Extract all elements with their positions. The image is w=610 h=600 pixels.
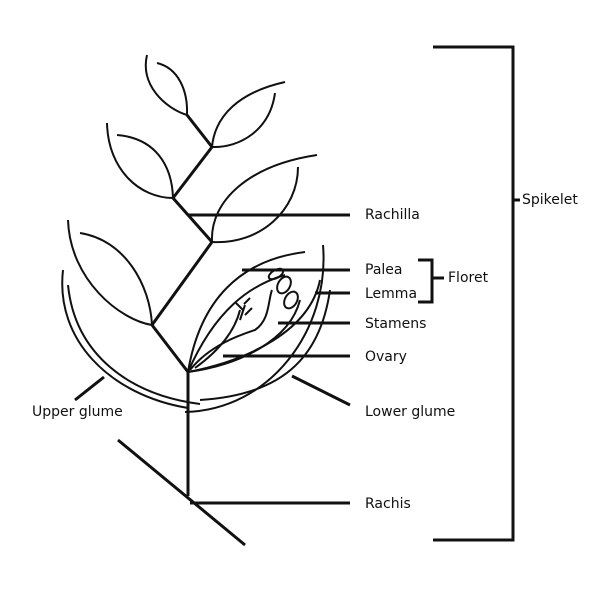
glumes [61,244,331,413]
label-stamens: Stamens [365,316,427,332]
label-ovary: Ovary [365,349,407,365]
spikelet-bracket [433,45,515,542]
label-rachilla: Rachilla [365,207,420,223]
label-rachis: Rachis [365,496,411,512]
label-spikelet: Spikelet [522,192,578,208]
label-lower-glume: Lower glume [365,404,456,420]
leader-lines [74,213,351,505]
floret-bracket [418,258,434,304]
rachilla-zigzag [150,114,214,373]
label-floret: Floret [448,270,489,286]
label-palea: Palea [365,262,403,278]
label-upper-glume: Upper glume [32,404,123,420]
label-lemma: Lemma [365,286,418,302]
leaves [67,54,318,326]
rachis-stem [117,372,246,547]
